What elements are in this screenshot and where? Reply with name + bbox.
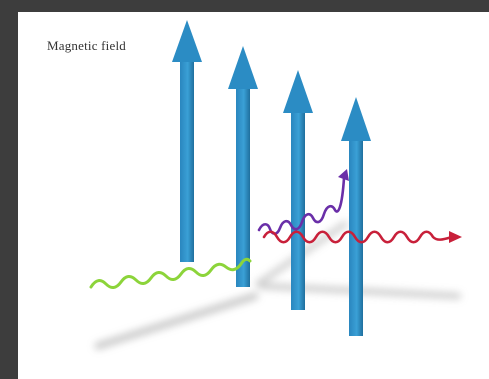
outgoing-wave-red [262,230,454,244]
shadow-group [94,221,461,350]
field-arrow [228,46,258,287]
incoming-wave-green [89,257,252,289]
field-arrow [341,97,371,336]
field-arrow [172,20,202,262]
incoming-shadow [94,292,259,350]
purple-arrowhead [338,169,349,181]
field-arrow [283,70,313,310]
magnetic-field-label: Magnetic field [47,38,126,53]
diagram-panel [18,12,489,379]
red-arrowhead [449,231,462,243]
